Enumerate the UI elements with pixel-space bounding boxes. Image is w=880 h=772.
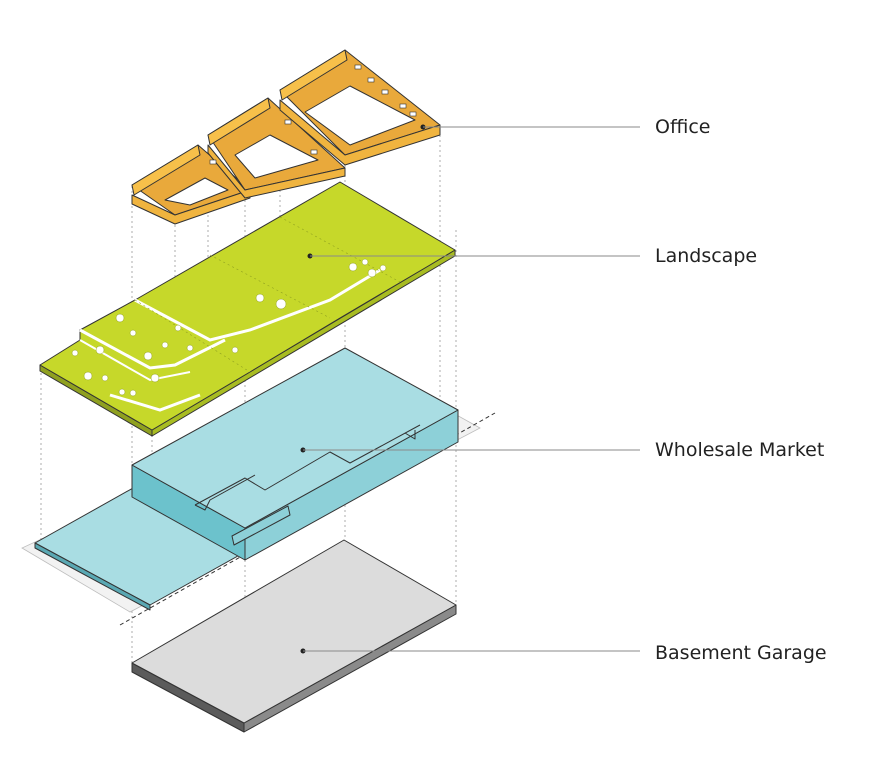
- label-landscape: Landscape: [307, 245, 757, 267]
- office-buildings: [131, 49, 441, 225]
- landscape-plane: [39, 181, 456, 437]
- basement-garage-slab: [131, 539, 457, 733]
- basement-garage-label: Basement Garage: [655, 642, 827, 664]
- wholesale-market-block: [21, 347, 496, 626]
- label-wholesale-market: Wholesale Market: [300, 439, 824, 461]
- landscape-label: Landscape: [655, 245, 757, 267]
- label-basement-garage: Basement Garage: [300, 642, 827, 664]
- wholesale-market-label: Wholesale Market: [655, 439, 824, 461]
- label-office: Office: [420, 116, 710, 138]
- office-label: Office: [655, 116, 710, 138]
